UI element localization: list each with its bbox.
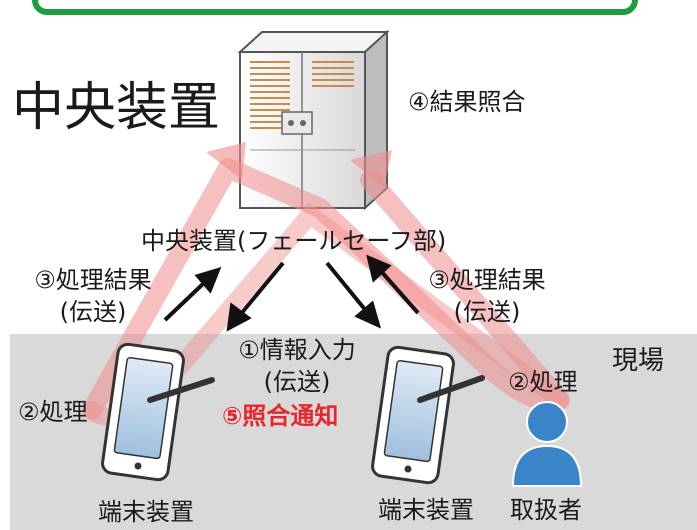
right-result-label: ③処理結果 (伝送) bbox=[412, 268, 562, 324]
tablet-right-icon bbox=[371, 345, 485, 485]
info-input-label: ①情報入力 (伝送) bbox=[222, 338, 372, 394]
central-device-label: 中央装置 bbox=[12, 78, 221, 138]
top-banner bbox=[32, 0, 638, 15]
info-input-line1: ①情報入力 bbox=[238, 336, 356, 364]
tablet-left-icon bbox=[101, 342, 215, 482]
flow-arrow-head-left bbox=[206, 142, 246, 180]
left-result-line2: (伝送) bbox=[59, 298, 127, 326]
left-result-label: ③処理結果 (伝送) bbox=[18, 268, 168, 324]
transfer-arrows bbox=[163, 254, 420, 332]
process-right-label: ②処理 bbox=[508, 368, 578, 396]
process-left-label: ②処理 bbox=[18, 398, 88, 426]
terminal-left-label: 端末装置 bbox=[98, 498, 194, 526]
result-match-label: ④結果照合 bbox=[408, 88, 526, 116]
flow-arrow-head-right bbox=[350, 150, 392, 188]
right-result-line1: ③処理結果 bbox=[428, 266, 546, 294]
info-input-line2: (伝送) bbox=[263, 368, 331, 396]
site-label: 現場 bbox=[612, 346, 665, 376]
terminal-right-label: 端末装置 bbox=[378, 496, 474, 524]
match-notice-label: ⑤照合通知 bbox=[222, 402, 339, 430]
operator-label: 取扱者 bbox=[510, 496, 582, 524]
operator-icon bbox=[511, 401, 583, 487]
right-result-line2: (伝送) bbox=[453, 298, 521, 326]
left-result-line1: ③処理結果 bbox=[34, 266, 152, 294]
failsafe-label: 中央装置(フェールセーフ部) bbox=[141, 227, 447, 255]
